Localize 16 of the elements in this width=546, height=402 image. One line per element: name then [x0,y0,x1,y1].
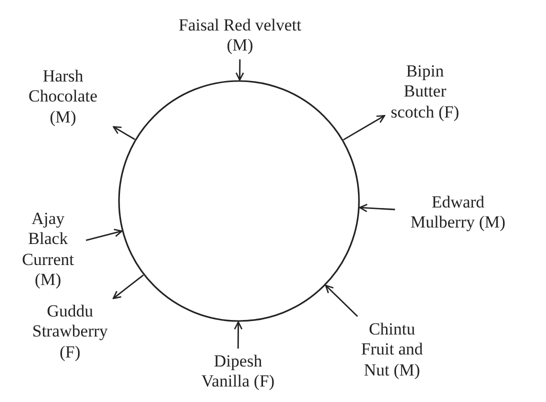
arrow [112,274,144,300]
arrow [234,321,243,349]
arrow [112,126,136,140]
arrow [343,115,386,140]
person-label: Chintu Fruit and Nut (M) [354,319,430,381]
person-label: Ajay Black Current (M) [13,209,83,291]
person-label: Bipin Butter scotch (F) [388,61,462,123]
arrow [86,228,122,241]
person-label: Dipesh Vanilla (F) [193,352,283,392]
person-label: Faisal Red velvett (M) [175,16,305,56]
arrow [325,284,358,317]
arrow [236,59,244,81]
person-label: Edward Mulberry (M) [398,192,518,234]
person-label: Harsh Chocolate (M) [16,66,110,128]
arrow [359,204,396,212]
person-label: Guddu Strawberry (F) [20,301,120,363]
